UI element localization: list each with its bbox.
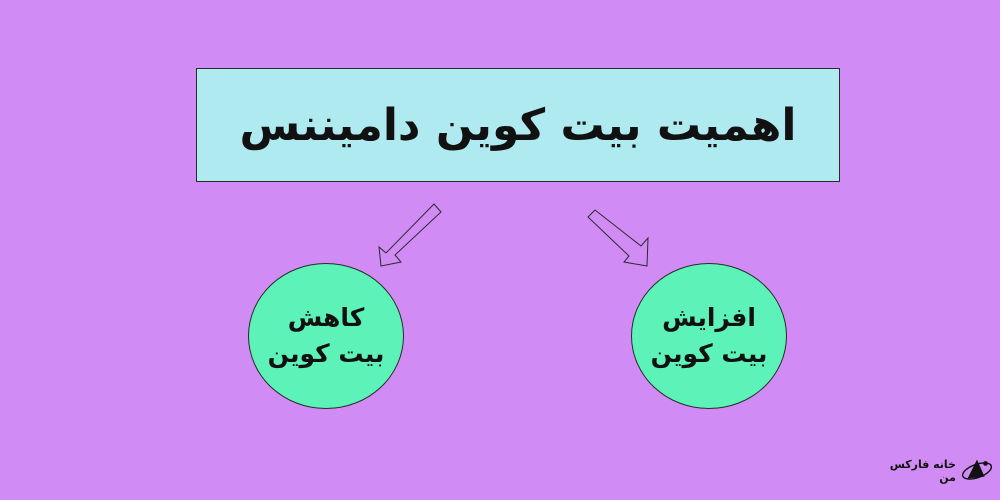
logo: خانه فارکس من	[874, 450, 994, 492]
title-box: اهمیت بیت کوین دامیننس	[196, 68, 840, 182]
left-node: کاهش بیت کوین	[248, 263, 404, 409]
diagram-title: اهمیت بیت کوین دامیننس	[239, 99, 797, 151]
left-node-line2: بیت کوین	[267, 339, 385, 368]
right-node: افزایش بیت کوین	[631, 263, 787, 409]
logo-text: خانه فارکس من	[889, 458, 956, 484]
logo-icon	[961, 459, 993, 480]
left-node-line1: کاهش	[287, 303, 365, 332]
right-node-line1: افزایش	[662, 303, 756, 332]
right-node-line2: بیت کوین	[650, 339, 768, 368]
arrow-to-left-node	[378, 203, 442, 267]
arrow-to-right-node	[587, 209, 649, 267]
